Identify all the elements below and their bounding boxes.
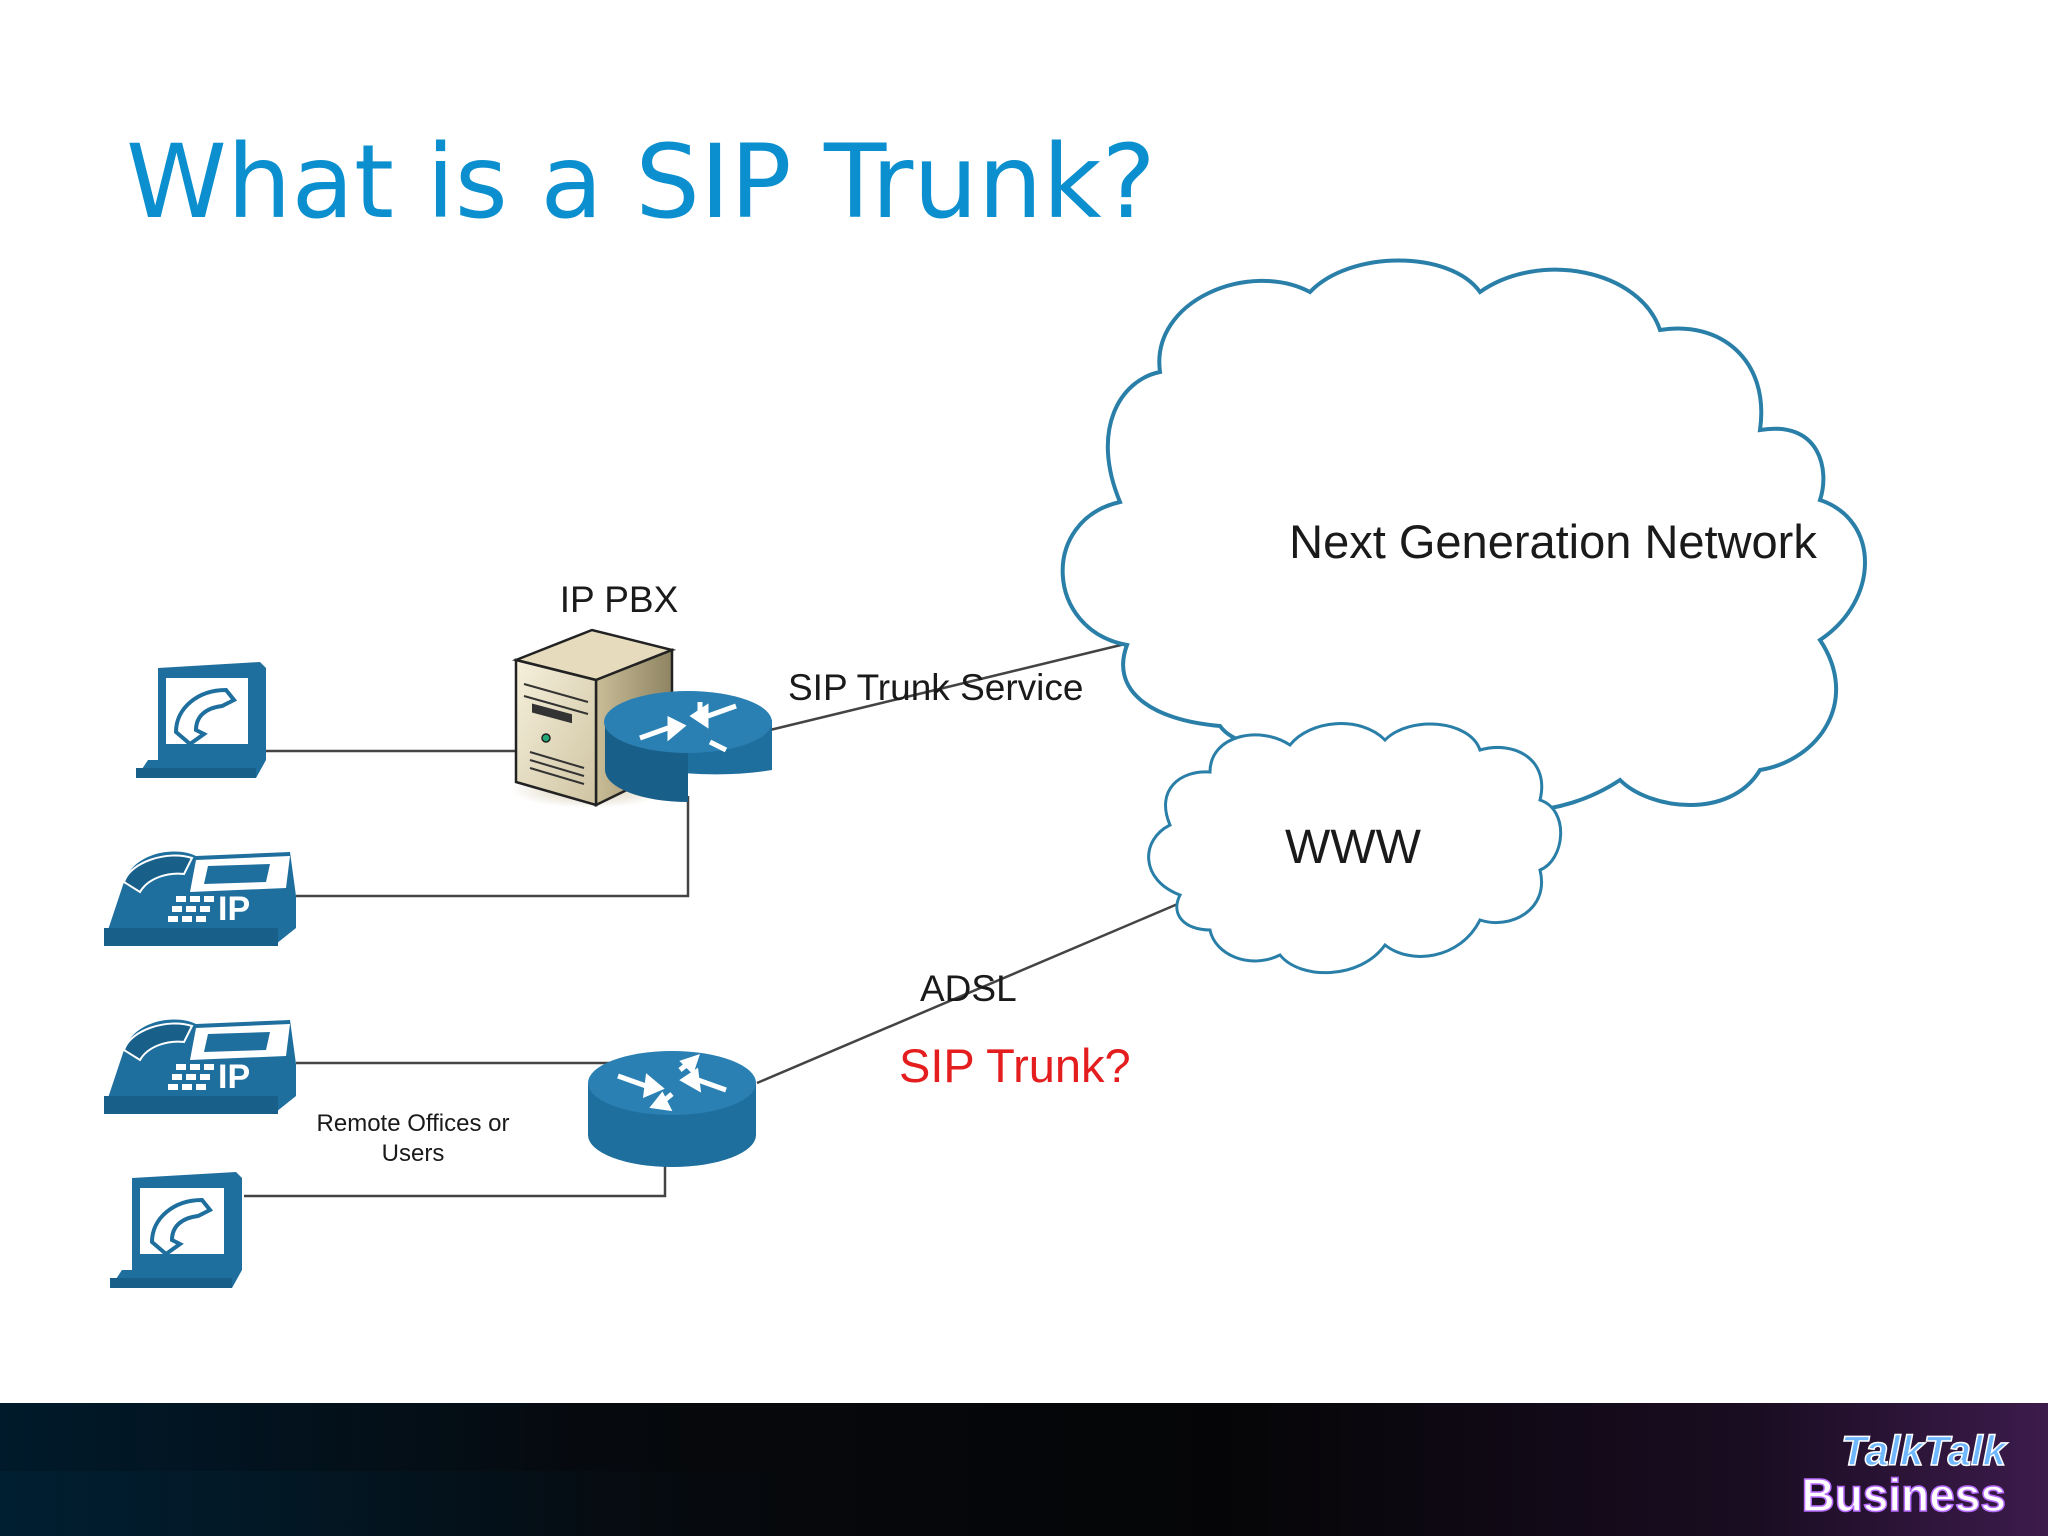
- ip-phone-badge-1: IP: [218, 890, 250, 928]
- connection-lines: [244, 642, 1181, 1198]
- pc-terminal-icon-2: [110, 1172, 242, 1288]
- logo-line-1: TalkTalk: [1841, 1427, 2009, 1474]
- remote-offices-label-line2: Users: [382, 1140, 445, 1167]
- pbx-router-icon: [604, 691, 772, 802]
- sip-trunk-question-label: SIP Trunk?: [899, 1039, 1131, 1092]
- remote-offices-label-line1: Remote Offices or: [317, 1110, 510, 1137]
- adsl-label: ADSL: [920, 968, 1017, 1009]
- footer-band: [0, 1471, 2048, 1536]
- pc-terminal-icon-1: [136, 662, 266, 778]
- link-ipphone1-router: [296, 796, 690, 898]
- link-router-ngn: [769, 642, 1126, 732]
- sip-trunk-service-label: SIP Trunk Service: [788, 667, 1083, 708]
- slide-title: What is a SIP Trunk?: [126, 123, 1156, 242]
- logo-line-2: Business: [1801, 1469, 2006, 1521]
- link-pc2-router2: [244, 1165, 667, 1198]
- ip-phone-icon-1: IP: [104, 851, 296, 946]
- link-router2-www: [756, 901, 1181, 1085]
- www-cloud-label: WWW: [1285, 821, 1422, 874]
- remote-router-icon: [588, 1051, 756, 1167]
- www-cloud: [1147, 722, 1563, 975]
- footer-bar: TalkTalk Business: [0, 1403, 2048, 1536]
- ngn-cloud-label: Next Generation Network: [1289, 515, 1817, 568]
- talktalk-business-logo: TalkTalk Business: [1801, 1426, 2010, 1522]
- ip-pbx-label: IP PBX: [560, 579, 679, 620]
- ip-phone-icon-2: IP: [104, 1019, 296, 1114]
- ip-phone-badge-2: IP: [218, 1058, 250, 1096]
- network-diagram: Next Generation Network WWW IP PBX SIP T…: [104, 258, 1867, 1288]
